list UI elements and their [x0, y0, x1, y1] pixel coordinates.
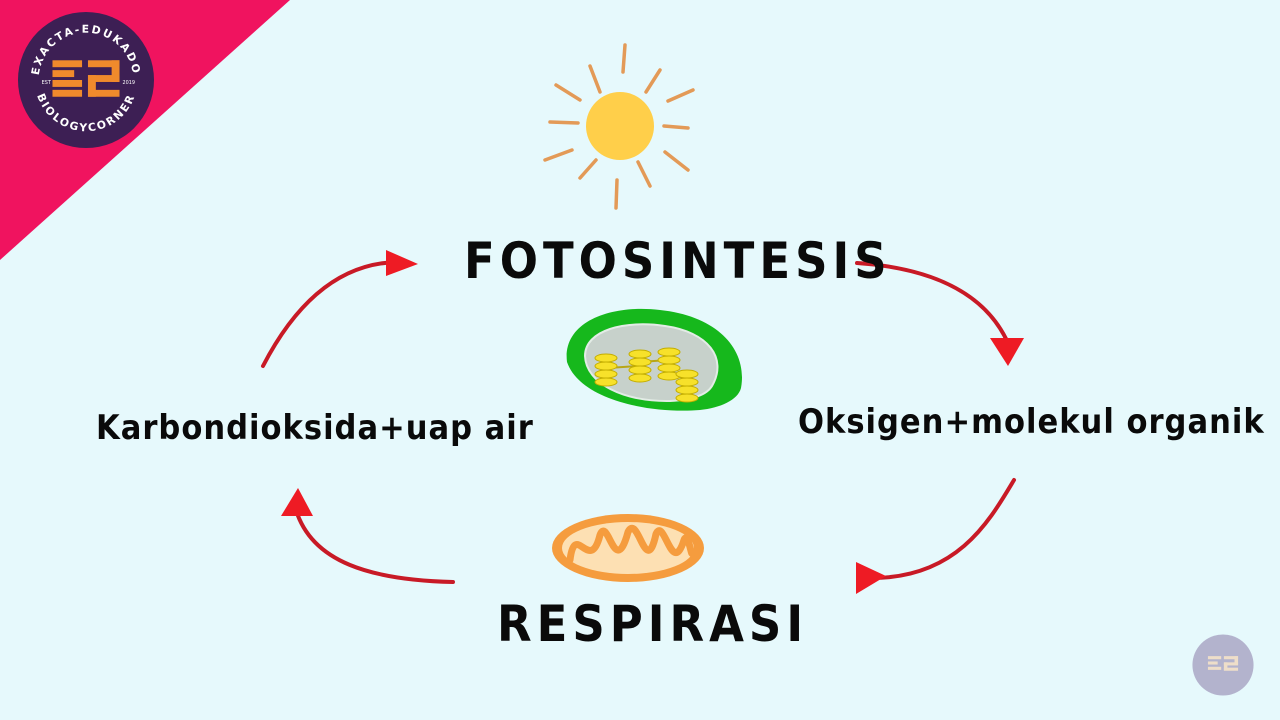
title-respirasi: RESPIRASI [497, 595, 809, 653]
title-fotosintesis: FOTOSINTESIS [464, 232, 892, 290]
sun-icon [543, 43, 695, 210]
mitochondria-icon [552, 514, 704, 582]
chloroplast-icon [566, 308, 743, 411]
logo-year: 2019 [122, 80, 135, 86]
watermark-logo-icon [1192, 634, 1254, 696]
label-oksigen: Oksigen+molekul organik [798, 402, 1265, 442]
logo-badge-icon: EXACTA-EDUKADO BIOLOGYCORNER EST 2019 [17, 11, 155, 149]
arrow-heads [281, 250, 1024, 594]
label-karbondioksida: Karbondioksida+uap air [96, 408, 534, 448]
cycle-arrow-icon [261, 260, 1016, 584]
logo-est: EST [42, 80, 52, 86]
logo-mark [52, 60, 120, 97]
